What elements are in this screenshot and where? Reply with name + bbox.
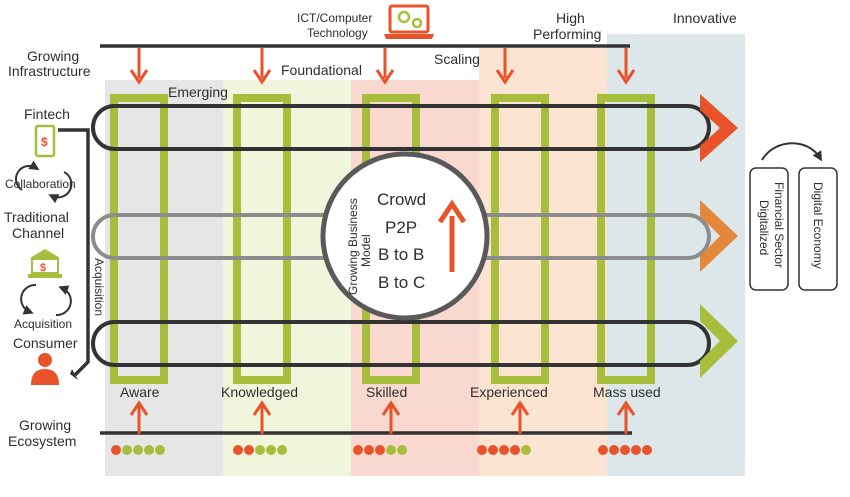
digital-economy-label: Digital Economy — [811, 182, 825, 269]
arrow-down-icon-4 — [495, 48, 515, 85]
digitalized-financial-sector-box — [749, 167, 789, 291]
maturity-dot-2-3 — [255, 445, 265, 455]
chevron-right-icon-middle — [700, 200, 738, 272]
stage-pillar-2 — [233, 94, 291, 384]
maturity-dot-5-2 — [609, 445, 619, 455]
person-icon — [31, 353, 59, 385]
maturity-dot-2-2 — [244, 445, 254, 455]
maturity-dot-2-1 — [233, 445, 243, 455]
acquisition-label: Acquisition — [14, 317, 72, 331]
maturity-dot-5-4 — [631, 445, 641, 455]
arrow-down-icon-2 — [252, 48, 272, 85]
maturity-dots — [111, 445, 652, 455]
level-label-aware: Aware — [120, 384, 160, 400]
infrastructure-arrows — [129, 48, 636, 85]
business-model-b2b: B to B — [378, 245, 424, 264]
stage-label-high-line1: High — [556, 10, 585, 26]
business-model-circle — [320, 151, 490, 321]
level-label-skilled: Skilled — [366, 384, 407, 400]
arrow-down-icon-1 — [129, 48, 149, 85]
maturity-dot-4-2 — [488, 445, 498, 455]
maturity-dot-1-3 — [133, 445, 143, 455]
level-label-knowledged: Knowledged — [221, 384, 298, 400]
maturity-dot-4-4 — [510, 445, 520, 455]
arrow-up-icon-1 — [129, 400, 149, 434]
track-loop-bottom — [91, 320, 711, 367]
business-model-p2p: P2P — [385, 218, 417, 237]
digitalized-financial-sector-label: Digitalized Financial Sector — [757, 182, 786, 268]
fintech-label: Fintech — [24, 106, 70, 122]
stage-pillar-5 — [597, 94, 655, 384]
business-model-b2c: B to C — [378, 273, 425, 292]
traditional-channel-line2: Channel — [12, 225, 64, 241]
arrow-up-icon-4 — [510, 400, 530, 434]
stage-label-foundational: Foundational — [281, 62, 362, 78]
business-model-crowd: Crowd — [377, 190, 426, 209]
arrow-down-icon-3 — [375, 48, 395, 85]
ecosystem-label-line2: Ecosystem — [8, 433, 76, 449]
arrow-up-icon-3 — [381, 400, 401, 434]
bank-icon: $ — [28, 249, 62, 278]
maturity-dot-3-1 — [353, 445, 363, 455]
maturity-dot-2-4 — [266, 445, 276, 455]
track-loop-top — [91, 104, 711, 151]
growth-arrow-up-icon — [437, 199, 467, 272]
stage-pillar-1 — [110, 94, 168, 384]
arrow-up-icon-2 — [252, 400, 272, 434]
acquisition-connector — [58, 128, 90, 377]
acquisition-arrow-head-icon — [70, 369, 78, 380]
maturity-dot-2-5 — [277, 445, 287, 455]
maturity-dot-5-5 — [642, 445, 652, 455]
collaboration-label: Collaboration — [5, 177, 76, 191]
level-labels: Aware Knowledged Skilled Experienced Mas… — [120, 384, 661, 400]
svg-text:$: $ — [40, 262, 46, 274]
digital-economy-box — [798, 167, 838, 291]
chevron-right-icon-top — [700, 94, 738, 162]
arrow-up-icon-5 — [616, 400, 636, 434]
laptop-gears-icon — [384, 4, 434, 39]
traditional-channel-line1: Traditional — [4, 209, 69, 225]
consumer-label: Consumer — [13, 335, 78, 351]
stage-label-scaling: Scaling — [434, 51, 480, 67]
infrastructure-label-line2: Infrastructure — [8, 63, 91, 79]
cycle-arrow-icon-lower-left — [20, 283, 37, 315]
business-model-label: Growing Business Model — [346, 195, 373, 295]
ecosystem-label-line1: Growing — [19, 417, 71, 433]
maturity-dot-1-4 — [144, 445, 154, 455]
mobile-phone-icon: $ — [34, 124, 56, 158]
maturity-dot-1-2 — [122, 445, 132, 455]
stage-label-innovative: Innovative — [673, 10, 737, 26]
maturity-dot-4-1 — [477, 445, 487, 455]
maturity-dot-5-3 — [620, 445, 630, 455]
stage-pillar-4 — [491, 94, 549, 384]
svg-text:$: $ — [41, 135, 48, 149]
chevron-right-icon-bottom — [700, 304, 738, 378]
maturity-dot-5-1 — [598, 445, 608, 455]
ecosystem-arrows — [129, 400, 636, 434]
acquisition-vertical-label: Acquisition — [92, 258, 106, 316]
maturity-dot-3-2 — [364, 445, 374, 455]
cycle-arrow-icon-lower-right — [55, 285, 72, 317]
maturity-dot-3-3 — [375, 445, 385, 455]
ict-label-line1: ICT/Computer — [297, 11, 372, 25]
maturity-dot-1-1 — [111, 445, 121, 455]
ict-label-line2: Technology — [307, 26, 368, 40]
level-label-experienced: Experienced — [470, 384, 548, 400]
cycle-arrow-icon-upper-left — [15, 160, 40, 191]
transition-arrow-icon — [761, 142, 823, 162]
level-label-mass-used: Mass used — [593, 384, 661, 400]
arrow-down-icon-5 — [616, 48, 636, 85]
maturity-dot-4-5 — [521, 445, 531, 455]
maturity-dot-3-5 — [397, 445, 407, 455]
stage-label-high-line2: Performing — [533, 26, 601, 42]
stage-label-emerging: Emerging — [168, 84, 228, 100]
maturity-dot-3-4 — [386, 445, 396, 455]
cycle-arrow-icon-upper-right — [48, 171, 73, 204]
maturity-dot-4-3 — [499, 445, 509, 455]
maturity-dot-1-5 — [155, 445, 165, 455]
infrastructure-label-line1: Growing — [27, 48, 79, 64]
